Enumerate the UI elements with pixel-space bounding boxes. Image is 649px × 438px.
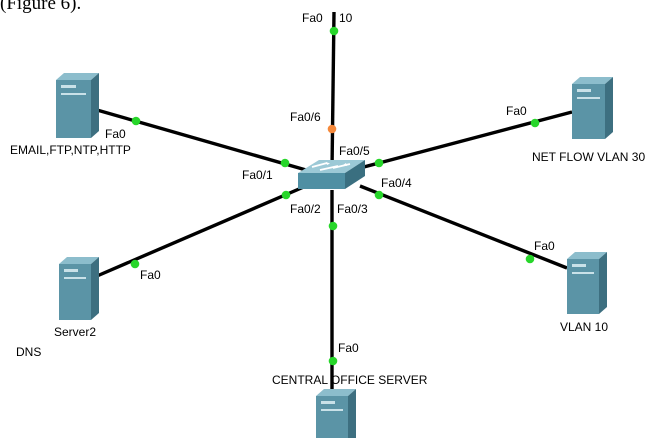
link-vlan10-fa0-4[interactable] xyxy=(359,184,568,270)
link-server2-fa0-2[interactable] xyxy=(96,184,307,278)
figure-caption: (Figure 6). xyxy=(0,0,82,14)
port-dot-central-fa0 xyxy=(328,356,338,366)
server-icon-server2[interactable] xyxy=(59,257,99,320)
device-labels: EMAIL,FTP,NTP,HTTP NET FLOW VLAN 30 Serv… xyxy=(10,143,645,387)
links xyxy=(96,11,573,394)
port-label-top-fa0: Fa0 xyxy=(302,11,323,25)
port-label-fa0-2: Fa0/2 xyxy=(290,202,321,216)
port-dot-fa0-3 xyxy=(328,221,338,231)
port-labels: Fa0 10 Fa0/6 Fa0 Fa0/5 Fa0 Fa0/1 Fa0/4 F… xyxy=(105,11,555,355)
port-label-netflow-fa0: Fa0 xyxy=(506,104,527,118)
port-dot-netflow-fa0 xyxy=(530,118,540,128)
port-label-server2-fa0: Fa0 xyxy=(140,268,161,282)
port-dot-fa0-5 xyxy=(374,158,384,168)
device-label-central: CENTRAL OFFICE SERVER xyxy=(272,373,428,387)
device-label-netflow: NET FLOW VLAN 30 xyxy=(532,150,645,164)
switch-icon[interactable] xyxy=(298,160,365,189)
server-icon-central[interactable] xyxy=(316,389,356,438)
link-email-fa0-1[interactable] xyxy=(96,108,307,172)
port-label-top-suffix: 10 xyxy=(339,11,353,25)
port-dot-server2-fa0 xyxy=(130,259,140,269)
port-label-fa0-4: Fa0/4 xyxy=(381,176,412,190)
port-dot-fa0-1 xyxy=(280,158,290,168)
port-dot-fa0-6 xyxy=(327,124,337,134)
port-label-fa0-1: Fa0/1 xyxy=(242,168,273,182)
port-dot-email-fa0 xyxy=(131,116,141,126)
port-dot-top-fa0 xyxy=(329,26,339,36)
device-label-server2-dns: DNS xyxy=(16,345,41,359)
port-label-email-fa0: Fa0 xyxy=(105,127,126,141)
port-dot-vlan10-fa0 xyxy=(525,254,535,264)
port-label-vlan10-fa0: Fa0 xyxy=(534,239,555,253)
port-label-fa0-3: Fa0/3 xyxy=(337,202,368,216)
link-top-fa0-6[interactable] xyxy=(330,11,336,171)
port-dot-fa0-2 xyxy=(281,190,291,200)
device-label-email: EMAIL,FTP,NTP,HTTP xyxy=(10,143,131,157)
device-label-vlan10: VLAN 10 xyxy=(560,320,608,334)
server-icon-email[interactable] xyxy=(56,73,99,138)
port-dot-fa0-4 xyxy=(374,190,384,200)
server-icon-netflow[interactable] xyxy=(572,77,613,139)
port-label-central-fa0: Fa0 xyxy=(338,341,359,355)
server-icon-vlan10[interactable] xyxy=(567,252,607,314)
device-label-server2: Server2 xyxy=(54,325,96,339)
port-label-fa0-5: Fa0/5 xyxy=(339,144,370,158)
port-label-fa0-6: Fa0/6 xyxy=(290,110,321,124)
port-indicators xyxy=(130,26,540,366)
